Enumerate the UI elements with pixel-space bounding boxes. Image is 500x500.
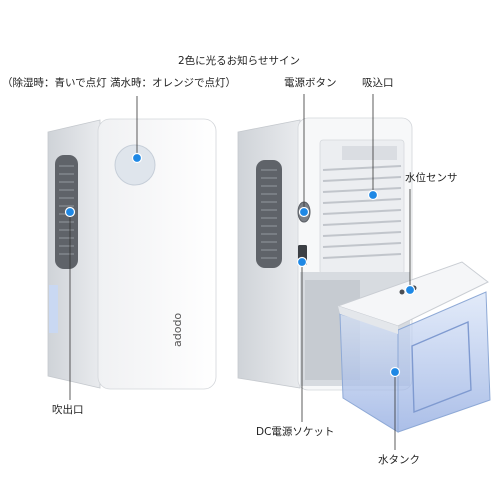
label-dc-socket: DC電源ソケット xyxy=(256,426,335,438)
callout-dot-tank xyxy=(389,366,401,378)
intake-window xyxy=(342,146,397,160)
callout-dot-outlet xyxy=(64,206,76,218)
label-indicator-title: 2色に光るお知らせサイン xyxy=(178,55,300,67)
label-water-sensor: 水位センサ xyxy=(405,172,458,184)
callout-dot-power xyxy=(298,206,310,218)
water-tank-lid-edge xyxy=(338,306,398,334)
water-tank-front-face xyxy=(339,313,399,433)
label-indicator-note: （除湿時：青いで点灯 満水時：オレンジで点灯） xyxy=(2,77,237,89)
front-unit-blue-glow xyxy=(49,285,58,333)
brand-logo: adodo xyxy=(171,313,184,347)
water-tank-handle xyxy=(411,320,472,414)
back-unit-side-vent xyxy=(256,160,282,268)
label-outlet: 吹出口 xyxy=(52,404,84,416)
front-unit-front-face xyxy=(97,118,217,390)
callout-dot-dc xyxy=(296,256,308,268)
label-intake: 吸込口 xyxy=(362,77,394,89)
callout-dot-sensor xyxy=(404,284,416,296)
indicator-light xyxy=(114,144,156,186)
callout-lines xyxy=(69,94,411,450)
water-tank-right-face xyxy=(397,291,491,433)
label-power-button: 電源ボタン xyxy=(284,77,337,89)
callout-dot-indicator xyxy=(131,152,143,164)
water-level-sensor-contact xyxy=(399,289,405,295)
callout-dots xyxy=(64,152,416,378)
front-unit: adodo xyxy=(47,118,217,390)
label-water-tank: 水タンク xyxy=(378,454,420,466)
intake-grille xyxy=(319,139,405,275)
callout-dot-intake xyxy=(367,189,379,201)
